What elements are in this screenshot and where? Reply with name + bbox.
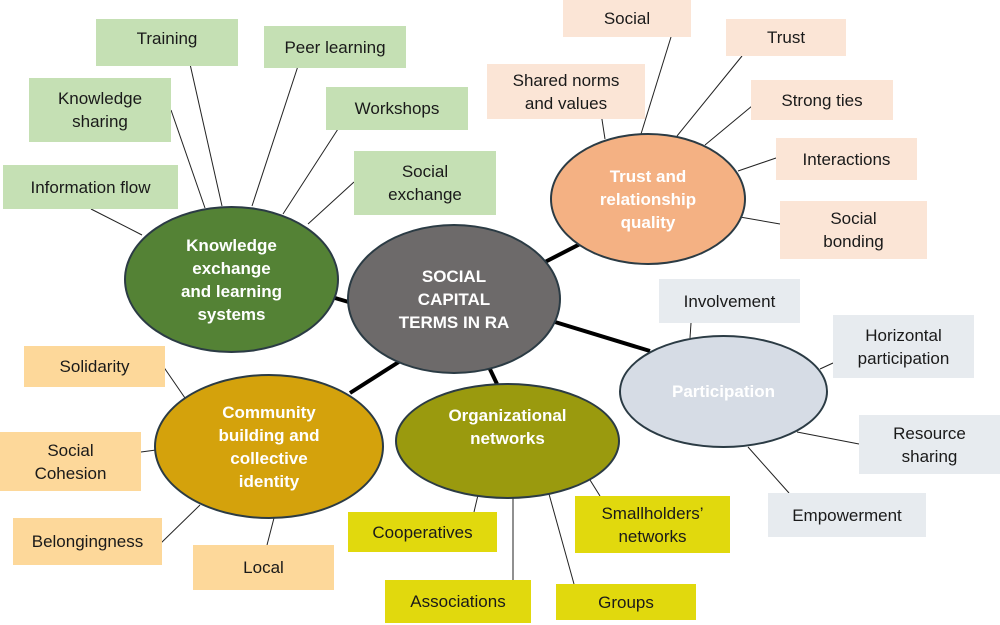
term-belongingness[interactable]: Belongingness [13,518,162,565]
organizational-node[interactable]: Organizational networks [395,383,620,499]
term-peer-learning[interactable]: Peer learning [264,26,406,68]
organizational-term-connectors [473,479,601,585]
hub-connector-trust [544,242,581,264]
term-social-cohesion[interactable]: Social Cohesion [0,432,141,491]
term-information-flow[interactable]: Information flow [3,165,178,209]
term-resource-sharing[interactable]: Resource sharing [859,415,1000,474]
community-term-connectors [140,365,275,546]
center-node[interactable]: SOCIAL CAPITAL TERMS IN RA [347,224,561,374]
knowledge-term-connectors [90,63,355,236]
term-training[interactable]: Training [96,19,238,66]
term-associations[interactable]: Associations [385,580,531,623]
term-social[interactable]: Social [563,0,691,37]
term-workshops[interactable]: Workshops [326,87,468,130]
hub-connector-community [348,356,407,395]
community-node[interactable]: Community building and collective identi… [154,374,384,519]
term-social-exchange[interactable]: Social exchange [354,151,496,215]
hub-connector-participation [554,320,651,353]
term-strong-ties[interactable]: Strong ties [751,80,893,120]
term-shared-norms[interactable]: Shared norms and values [487,64,645,119]
term-involvement[interactable]: Involvement [659,279,800,323]
knowledge-node[interactable]: Knowledge exchange and learning systems [124,206,339,353]
term-local[interactable]: Local [193,545,334,590]
term-horizontal-participation[interactable]: Horizontal participation [833,315,974,378]
term-trust[interactable]: Trust [726,19,846,56]
trust-node[interactable]: Trust and relationship quality [550,133,746,265]
term-smallholders-networks[interactable]: Smallholders’ networks [575,496,730,553]
term-interactions[interactable]: Interactions [776,138,917,180]
participation-term-connectors [689,322,860,494]
term-empowerment[interactable]: Empowerment [768,493,926,537]
term-cooperatives[interactable]: Cooperatives [348,512,497,552]
term-solidarity[interactable]: Solidarity [24,346,165,387]
trust-term-connectors [600,36,781,225]
term-knowledge-sharing[interactable]: Knowledge sharing [29,78,171,142]
participation-node[interactable]: Participation [619,335,828,448]
term-groups[interactable]: Groups [556,584,696,620]
term-social-bonding[interactable]: Social bonding [780,201,927,259]
